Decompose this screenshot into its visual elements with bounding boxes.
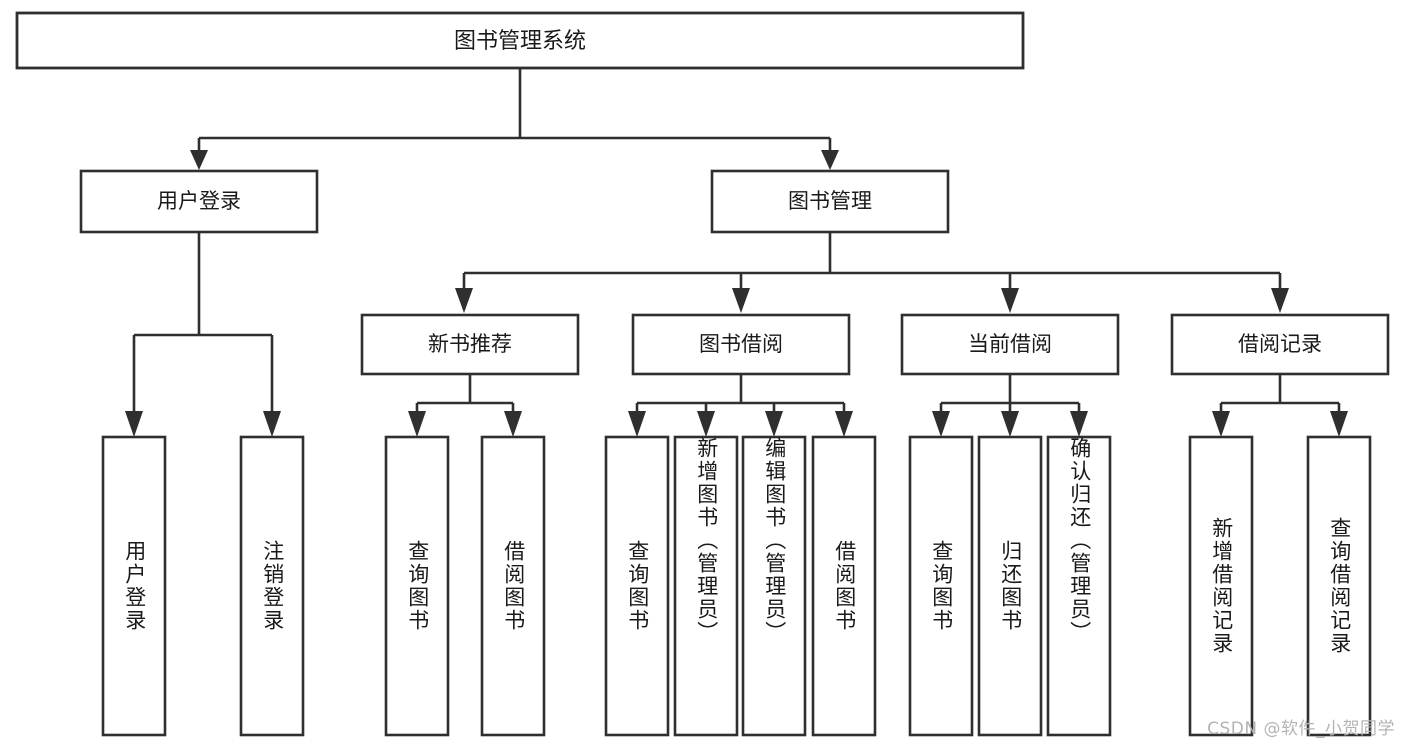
node-book-borrow[interactable]: 图书借阅 (631, 313, 851, 376)
arrow-head-user-login-leaf-1 (125, 411, 143, 437)
arrow-head-cb-leaf-3 (1070, 411, 1088, 437)
leaf-rect-current-borrow-2[interactable] (977, 435, 1043, 737)
leaf-rect-new-book-1[interactable] (384, 435, 450, 737)
arrow-head-bb-leaf-1 (628, 411, 646, 437)
arrow-head-bb-leaf-3 (765, 411, 783, 437)
leaf-rect-current-borrow-1[interactable] (908, 435, 974, 737)
node-book-borrow-rect (631, 313, 851, 376)
node-root-label: 图书管理系统 (454, 29, 586, 54)
node-new-book-recommend[interactable]: 新书推荐 (360, 313, 580, 376)
connector-borrow-record-to-leaves (1212, 374, 1348, 437)
node-current-borrow-rect (900, 313, 1120, 376)
node-book-borrow-label: 图书借阅 (699, 332, 783, 356)
arrow-head-bb-leaf-4 (835, 411, 853, 437)
arrow-head-br-leaf-2 (1330, 411, 1348, 437)
leaf-rect-book-borrow-3[interactable] (741, 435, 807, 737)
node-borrow-record-rect (1170, 313, 1390, 376)
arrow-head-to-user-login (190, 150, 208, 170)
node-borrow-record-label: 借阅记录 (1238, 332, 1322, 356)
arrow-head-nb-leaf-2 (504, 411, 522, 437)
arrow-head-cb-leaf-1 (932, 411, 950, 437)
connector-user-login-to-leaves (125, 232, 281, 437)
arrow-head-to-borrow-record (1271, 288, 1289, 313)
arrow-head-nb-leaf-1 (408, 411, 426, 437)
node-current-borrow[interactable]: 当前借阅 (900, 313, 1120, 376)
node-book-manage[interactable]: 图书管理 (710, 169, 950, 234)
connector-root-to-level1 (190, 68, 839, 170)
leaf-rect-book-borrow-2[interactable] (673, 435, 739, 737)
node-new-book-label: 新书推荐 (428, 332, 512, 356)
connector-book-manage-to-level2 (455, 232, 1289, 313)
leaf-rect-book-borrow-1[interactable] (604, 435, 670, 737)
csdn-watermark: CSDN @软件_小贺同学 (1207, 719, 1395, 739)
leaf-rect-borrow-record-2[interactable] (1306, 435, 1372, 737)
node-root-rect (15, 11, 1025, 70)
arrow-head-to-book-borrow (732, 288, 750, 313)
node-user-login-label: 用户登录 (157, 189, 241, 213)
arrow-head-to-current-borrow (1001, 288, 1019, 313)
connector-new-book-to-leaves (408, 374, 522, 437)
node-user-login[interactable]: 用户登录 (79, 169, 319, 234)
arrow-head-user-login-leaf-2 (263, 411, 281, 437)
arrow-head-bb-leaf-2 (697, 411, 715, 437)
node-book-manage-label: 图书管理 (788, 189, 872, 213)
node-borrow-record[interactable]: 借阅记录 (1170, 313, 1390, 376)
arrow-head-to-new-book (455, 288, 473, 313)
node-book-manage-rect (710, 169, 950, 234)
leaf-rect-user-login-2[interactable] (239, 435, 305, 737)
arrow-head-br-leaf-1 (1212, 411, 1230, 437)
node-current-borrow-label: 当前借阅 (968, 332, 1052, 356)
leaf-rect-borrow-record-1[interactable] (1188, 435, 1254, 737)
arrow-head-cb-leaf-2 (1001, 411, 1019, 437)
leaf-rect-user-login-1[interactable] (101, 435, 167, 737)
leaf-rect-current-borrow-3[interactable] (1046, 435, 1112, 737)
leaf-rect-book-borrow-4[interactable] (811, 435, 877, 737)
arrow-head-to-book-manage (821, 150, 839, 170)
node-new-book-rect (360, 313, 580, 376)
leaf-rect-new-book-2[interactable] (480, 435, 546, 737)
node-root-system[interactable]: 图书管理系统 (15, 11, 1025, 70)
connector-book-borrow-to-leaves (628, 374, 853, 437)
connector-current-borrow-to-leaves (932, 374, 1088, 437)
